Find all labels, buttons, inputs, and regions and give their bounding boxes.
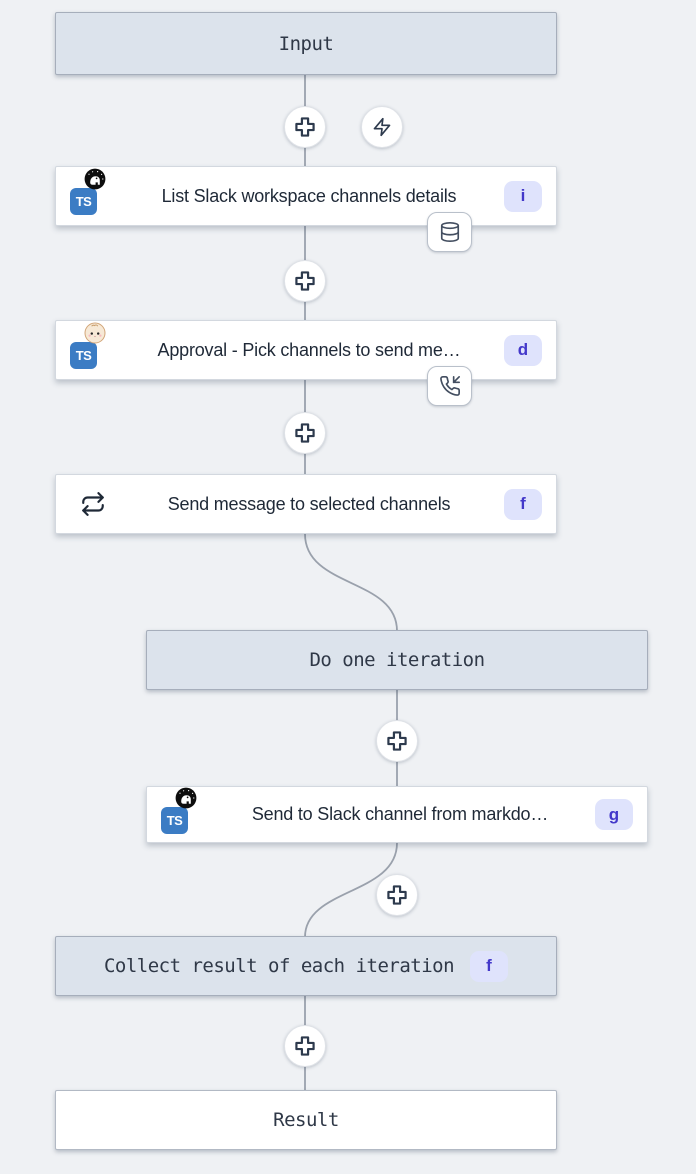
result-node-label: Result: [273, 1109, 339, 1131]
insert-step-button[interactable]: [376, 720, 418, 762]
step-id-badge: d: [504, 334, 542, 366]
insert-step-button[interactable]: [284, 106, 326, 148]
database-cache-icon: [440, 222, 459, 242]
insert-step-button[interactable]: [284, 412, 326, 454]
step-id-badge: f: [470, 950, 509, 982]
step-id-badge: f: [504, 488, 542, 520]
collect-result-node[interactable]: Collect result of each iteration f: [55, 936, 557, 996]
step-node-forloop-send-message[interactable]: Send message to selected channels f: [55, 474, 557, 534]
plus-icon: [387, 885, 407, 905]
suspend-approval-indicator: [427, 366, 472, 406]
step-node-approval[interactable]: TS Approval - Pick channels to send me… …: [55, 320, 557, 380]
insert-step-button[interactable]: [284, 260, 326, 302]
step-node-list-slack-channels[interactable]: TS List Slack workspace channels details…: [55, 166, 557, 226]
typescript-badge: TS: [70, 342, 97, 369]
deno-icon: [84, 168, 106, 190]
step-label: Send message to selected channels: [167, 493, 451, 514]
step-node-send-to-slack[interactable]: TS Send to Slack channel from markdo… g: [146, 786, 648, 843]
step-id-badge: i: [504, 180, 542, 212]
plus-icon: [295, 271, 315, 291]
input-node-label: Input: [278, 32, 334, 55]
plus-icon: [295, 117, 315, 137]
step-label: Approval - Pick channels to send me…: [157, 339, 461, 360]
zap-icon: [373, 117, 391, 137]
plus-icon: [387, 731, 407, 751]
iteration-node-label: Do one iteration: [309, 649, 485, 671]
iteration-node[interactable]: Do one iteration: [146, 630, 648, 690]
plus-icon: [295, 423, 315, 443]
plus-icon: [295, 1036, 315, 1056]
deno-icon: [175, 787, 197, 808]
cache-indicator: [427, 212, 472, 252]
step-label: Send to Slack channel from markdo…: [251, 804, 549, 824]
insert-step-button[interactable]: [284, 1025, 326, 1067]
typescript-icon: TS: [70, 168, 114, 215]
typescript-icon: TS: [161, 787, 205, 834]
add-trigger-button[interactable]: [361, 106, 403, 148]
typescript-badge: TS: [70, 188, 97, 215]
step-id-badge: g: [595, 799, 633, 830]
insert-step-button[interactable]: [376, 874, 418, 916]
typescript-icon: TS: [70, 322, 114, 369]
phone-incoming-icon: [439, 376, 460, 396]
typescript-badge: TS: [161, 806, 188, 834]
step-label: List Slack workspace channels details: [161, 185, 457, 206]
bun-icon: [84, 322, 106, 344]
result-node[interactable]: Result: [55, 1090, 557, 1150]
collect-result-label: Collect result of each iteration: [103, 955, 455, 977]
repeat-icon: [82, 492, 104, 516]
input-node[interactable]: Input: [55, 12, 557, 75]
